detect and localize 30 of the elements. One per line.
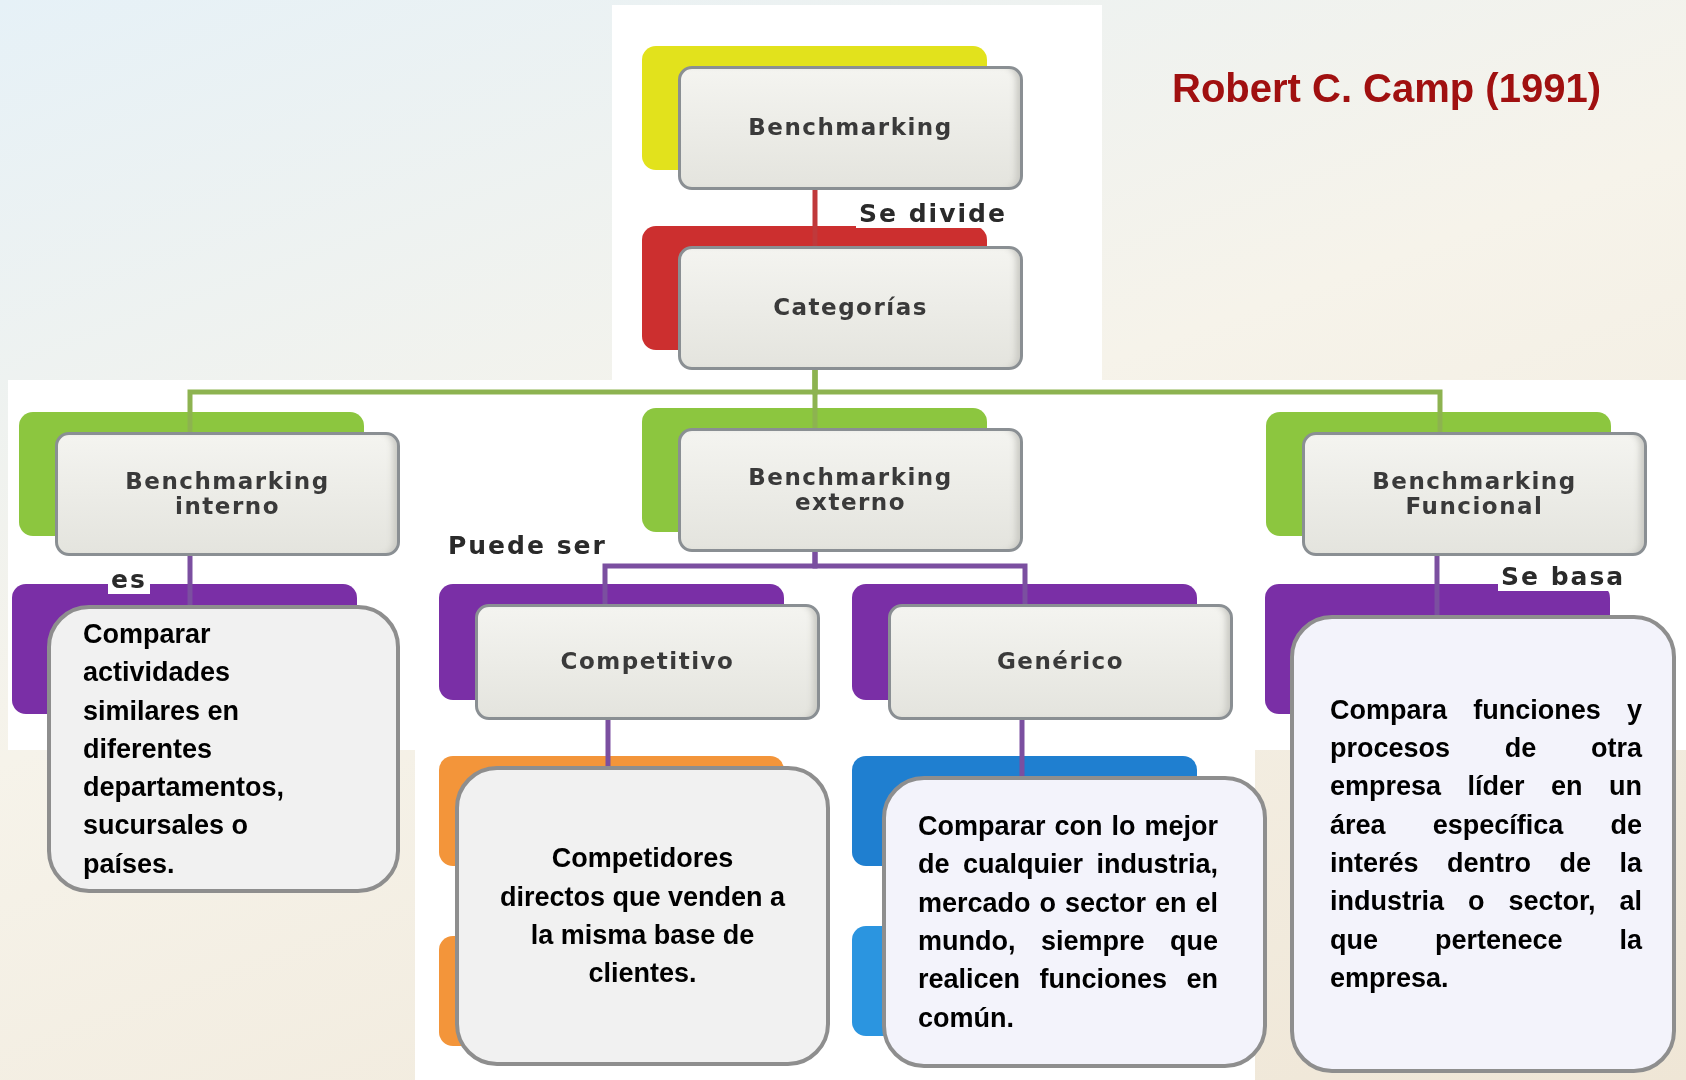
description-callout (1290, 615, 1676, 1073)
box-label: Benchmarking (748, 115, 953, 141)
connector-line (1434, 556, 1440, 615)
box-label: Genérico (996, 649, 1125, 675)
connector-line (812, 190, 818, 246)
process-box (888, 604, 1233, 720)
process-box (475, 604, 820, 720)
process-box (678, 66, 1023, 190)
box-label: Categorías (773, 295, 928, 321)
connector-line (605, 720, 611, 766)
box-label: Competitivo (560, 649, 735, 675)
title: Robert C. Camp (1991) (1172, 66, 1601, 111)
process-box (1302, 432, 1647, 556)
box-label: Benchmarking Funcional (1371, 468, 1578, 520)
process-box (55, 432, 400, 556)
connector-line (1019, 720, 1025, 776)
description-text: Compara funciones y procesos de otra empresa líder en un área específica de interés dentro de la industria o sector, al que pertenece la empresa. (1330, 693, 1642, 995)
description-text: Comparar con lo mejor de cualquier industria, mercado o sector en el mundo, siempre que realicen funciones en común. (918, 810, 1218, 1035)
process-box (678, 428, 1023, 552)
process-box (678, 246, 1023, 370)
connector-line (812, 552, 1028, 604)
connector-line (812, 370, 1443, 432)
box-label: Benchmarking interno (124, 468, 331, 520)
description-callout (882, 776, 1267, 1068)
description-callout (47, 605, 400, 893)
description-callout (455, 766, 830, 1066)
connector-line (187, 556, 193, 605)
description-text: Comparar actividades similares en diferentes departamentos, sucursales o países. (83, 617, 286, 881)
box-label: Benchmarking externo (747, 464, 954, 516)
description-text: Competidores directos que venden a la misma base de clientes. (498, 842, 787, 991)
